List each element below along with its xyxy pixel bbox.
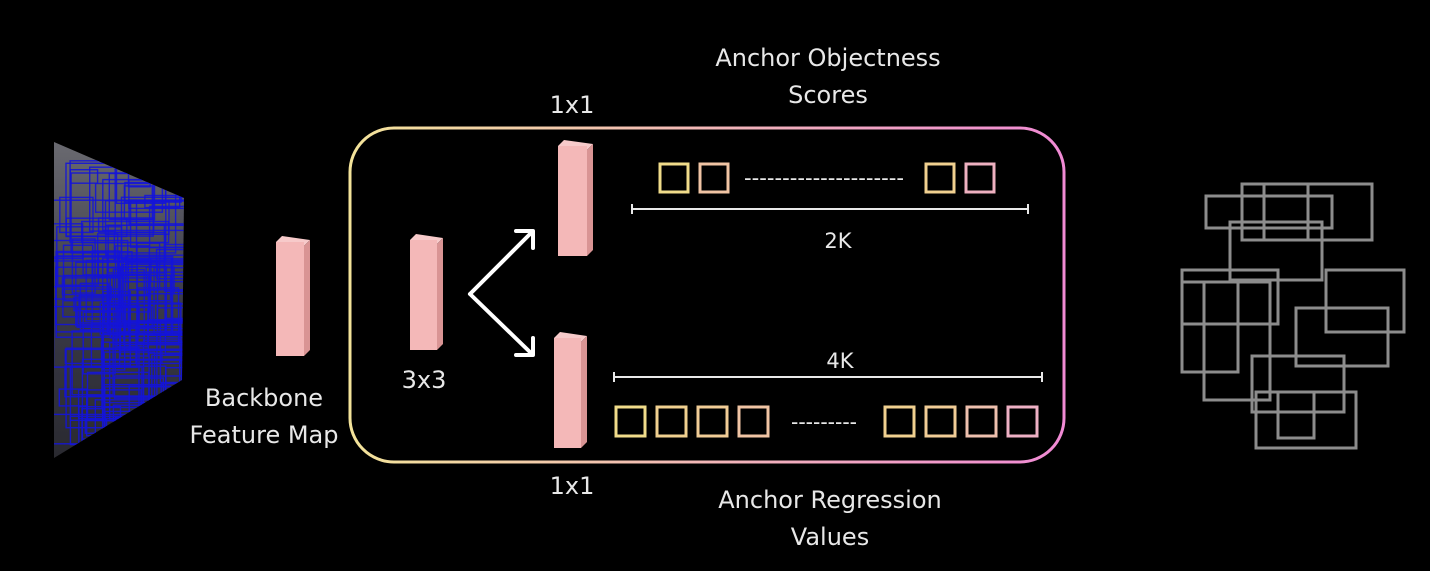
conv-1x1-bottom-feature-map	[554, 332, 587, 448]
anchor-box	[56, 226, 123, 277]
anchor-box	[125, 262, 184, 283]
anchor-box	[123, 185, 154, 220]
anchor-box	[165, 367, 184, 397]
conv-1x1-top-feature-map	[558, 140, 593, 256]
dimension-2k-line	[631, 204, 1029, 214]
anchor-box	[136, 242, 161, 291]
anchor-box	[121, 263, 184, 323]
objectness-label-line2: Scores	[788, 81, 868, 109]
anchor-box	[55, 250, 108, 333]
conv-3x3-label: 3x3	[402, 366, 447, 394]
anchor-box	[57, 251, 100, 286]
anchor-box	[54, 305, 138, 368]
anchor-box	[153, 267, 184, 336]
anchor-box	[62, 244, 94, 287]
anchor-box	[102, 302, 126, 371]
anchor-box	[105, 224, 184, 256]
anchor-box	[128, 289, 184, 350]
anchor-box	[119, 331, 184, 351]
regression-label-line1: Anchor Regression	[718, 486, 942, 514]
anchor-box	[137, 287, 180, 345]
anchor-box	[78, 295, 151, 324]
anchor-box	[64, 348, 163, 365]
anchor-box	[124, 255, 174, 336]
arrow-down-right-icon	[514, 336, 535, 357]
backbone-label-line2: Feature Map	[190, 421, 339, 449]
objectness-label-line1: Anchor Objectness	[715, 44, 940, 72]
anchor-box	[159, 320, 184, 384]
anchor-box	[82, 311, 116, 375]
arrow-up-right-icon	[514, 229, 535, 250]
regression-label-line2: Values	[791, 523, 869, 551]
conv-1x1-bottom-label: 1x1	[550, 472, 595, 500]
objectness-dashes: ---------------------	[744, 166, 904, 190]
dimension-2k-label: 2K	[824, 229, 852, 253]
anchor-box	[71, 238, 96, 294]
anchor-box	[54, 223, 84, 260]
anchor-box	[59, 196, 94, 234]
anchor-box	[148, 205, 184, 249]
anchor-box	[164, 317, 184, 355]
split-arrows	[468, 229, 535, 357]
anchor-box	[114, 245, 151, 313]
proposal-boxes-icon	[1180, 182, 1406, 450]
anchor-box	[155, 248, 184, 280]
anchor-box	[54, 239, 129, 258]
dimension-4k-line	[613, 372, 1043, 382]
anchor-box	[104, 199, 170, 235]
backbone-feature-map	[276, 236, 310, 356]
anchor-box	[96, 233, 119, 279]
anchor-box	[164, 293, 184, 334]
anchor-box	[100, 341, 184, 361]
anchor-box	[114, 416, 184, 458]
backbone-label-line1: Backbone	[205, 384, 323, 412]
conv-1x1-top-label: 1x1	[550, 91, 595, 119]
regression-dashes: ---------	[791, 410, 857, 434]
anchor-box	[103, 303, 184, 324]
rpn-container	[348, 126, 1066, 464]
dimension-4k-label: 4K	[826, 349, 854, 373]
anchor-box	[88, 166, 116, 232]
conv-3x3-feature-map	[410, 234, 443, 350]
regression-value-boxes	[614, 405, 1039, 438]
anchor-box	[151, 354, 184, 432]
objectness-score-boxes	[658, 162, 996, 194]
